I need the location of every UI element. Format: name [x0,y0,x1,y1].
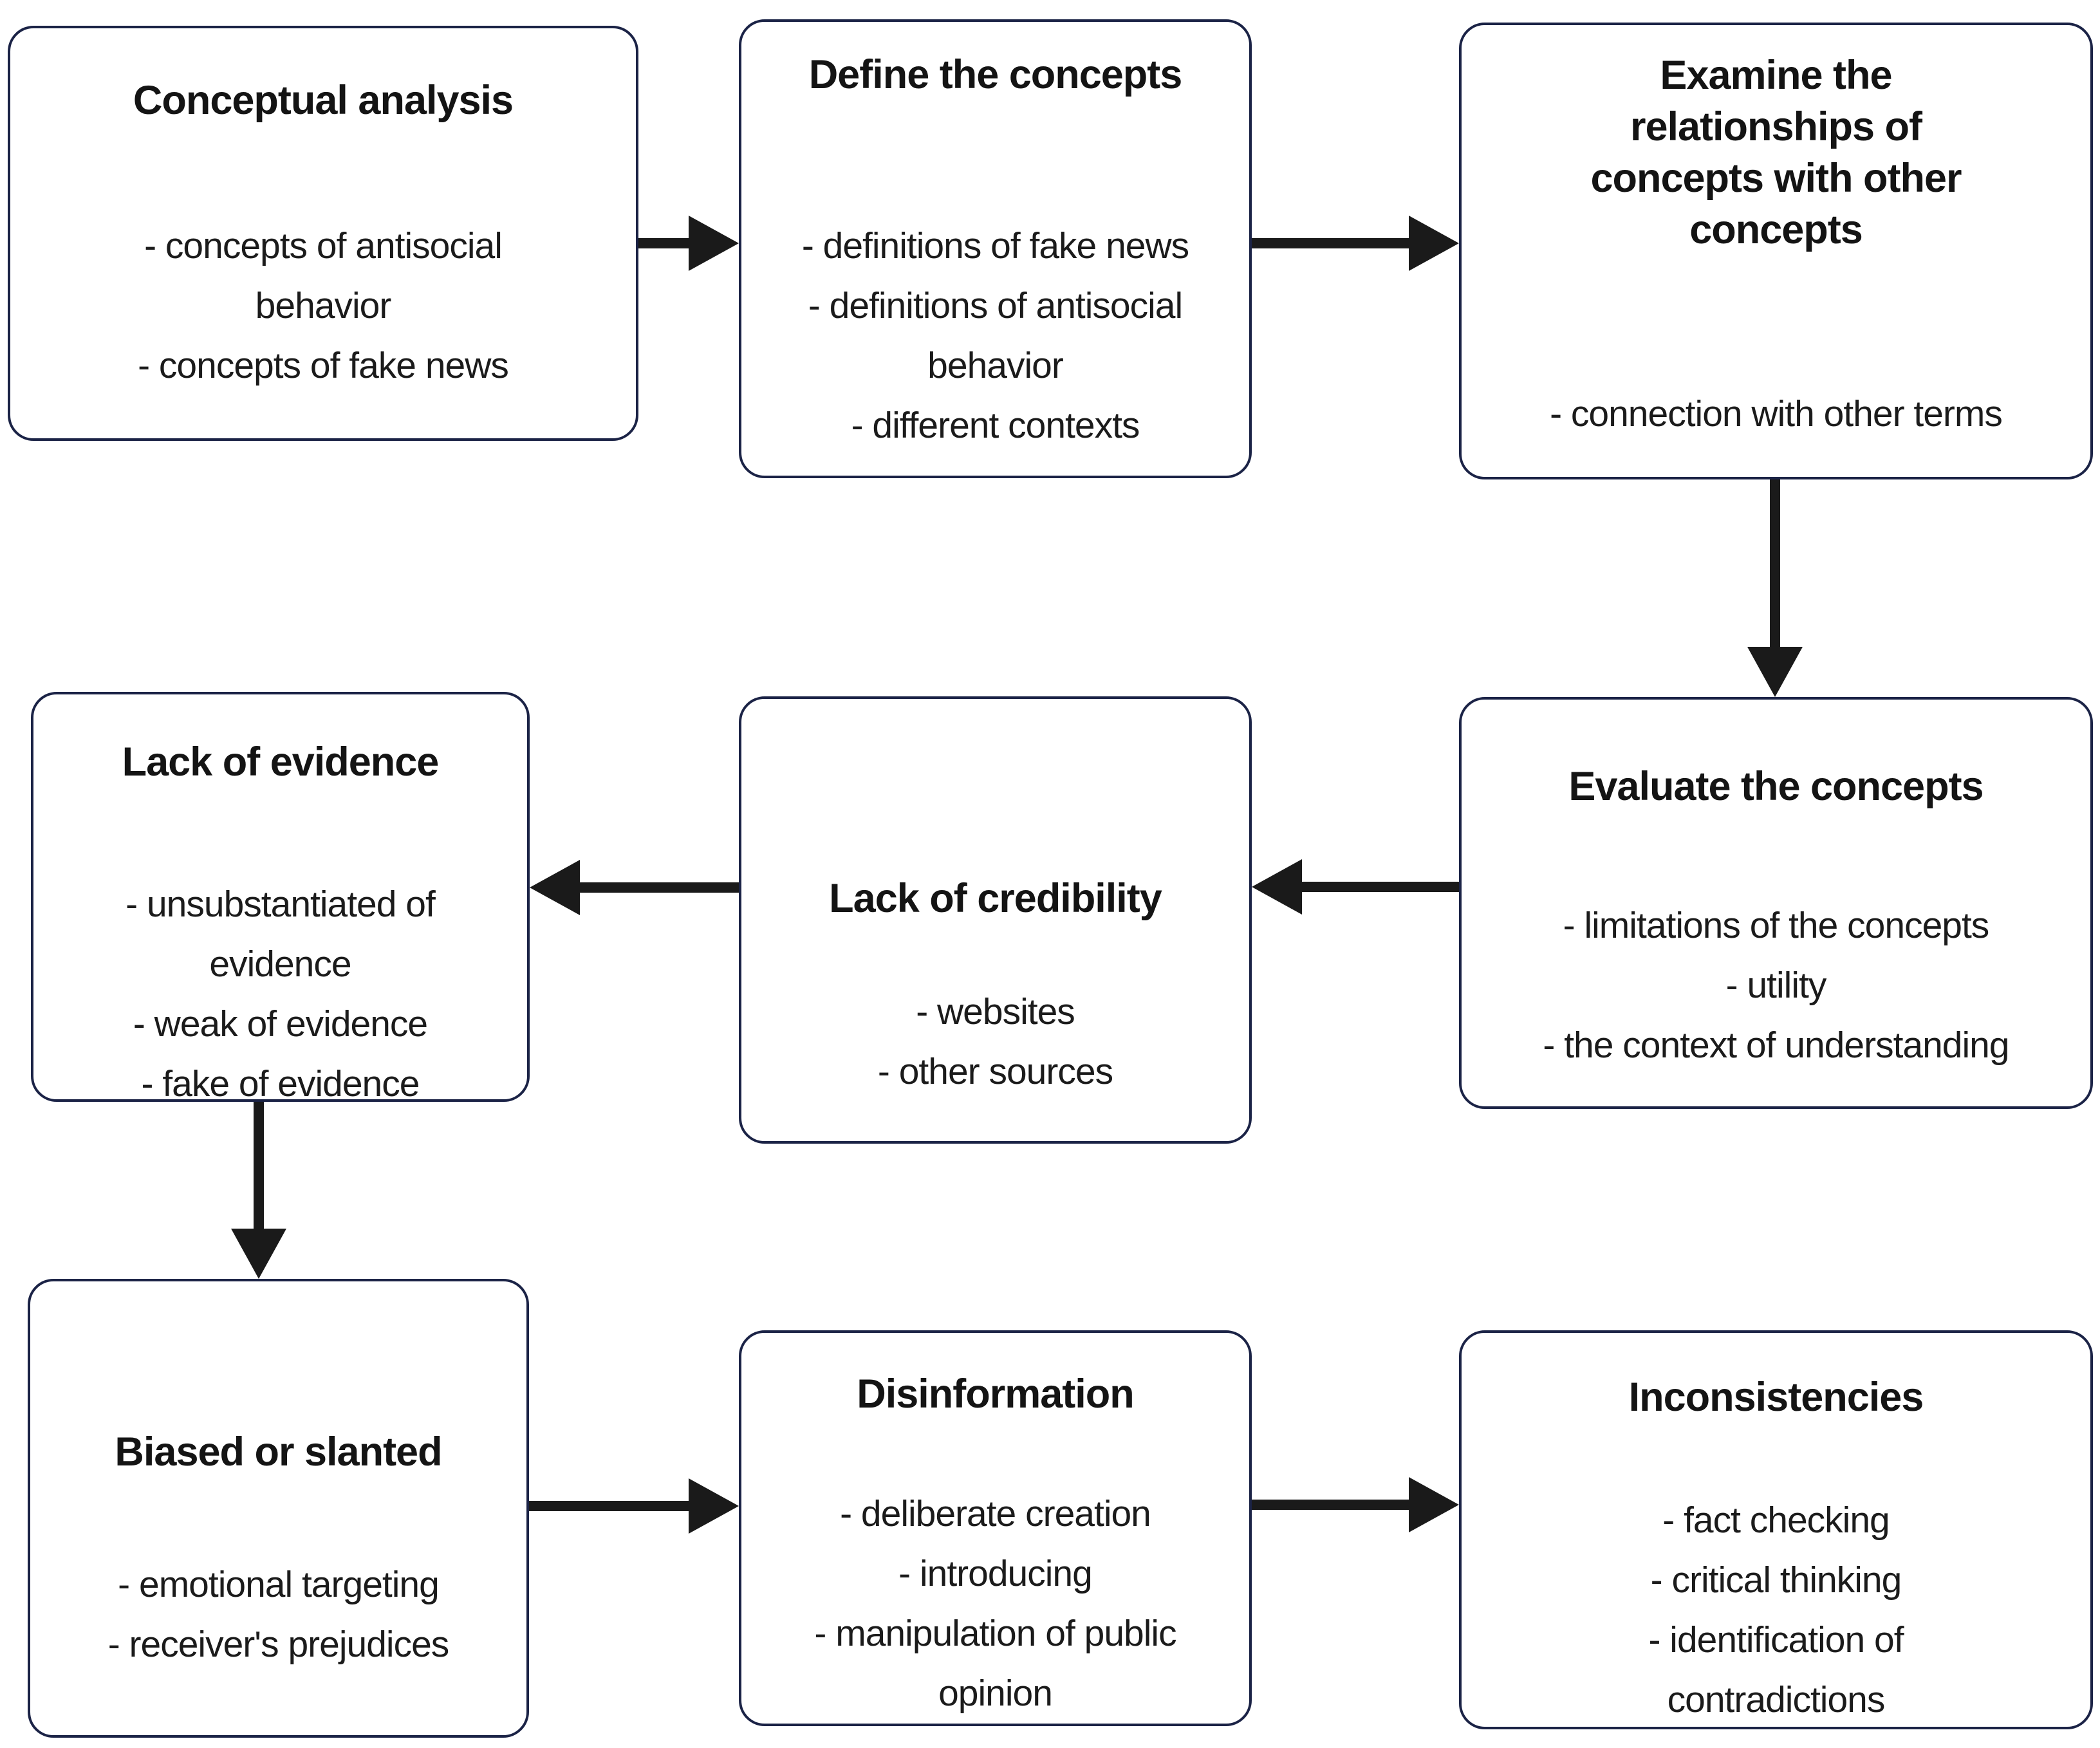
box-bullets: - unsubstantiated of evidence - weak of ev… [125,875,436,1114]
bullet-line: - other sources [877,1051,1113,1092]
box-inconsistencies: Inconsistencies - fact checking - critica… [1459,1330,2093,1729]
bullet-line: - weak of evidence [133,1003,428,1045]
box-title: Disinformation [857,1368,1135,1420]
box-title: Define the concepts [808,49,1183,100]
box-evaluate-the-concepts: Evaluate the concepts - limitations of t… [1459,697,2093,1109]
bullet-line: - deliberate creation [840,1493,1151,1534]
box-disinformation: Disinformation - deliberate creation - in… [739,1330,1252,1726]
bullet-line: behavior [255,285,392,326]
box-examine-the-relationships: Examine the relationships of concepts with… [1459,23,2093,479]
box-title: Examine the relationships of concepts with… [1590,50,1962,256]
box-title: Lack of credibility [829,873,1162,924]
title-line: Conceptual analysis [133,78,514,123]
box-bullets: - connection with other terms [1550,384,2003,444]
bullet-line: behavior [927,345,1064,386]
flow-arrow-conceptual-analysis-to-define-the-concepts [638,216,739,271]
bullet-line: - unsubstantiated of [125,884,436,925]
title-line: Evaluate the concepts [1568,764,1984,809]
box-title: Lack of evidence [122,736,440,788]
bullet-line: - connection with other terms [1550,393,2003,434]
flow-arrow-lack-of-credibility-to-lack-of-evidence [530,860,739,915]
bullet-line: - emotional targeting [118,1564,440,1605]
box-bullets: - emotional targeting - receiver's prejud… [107,1555,450,1675]
bullet-line: - critical thinking [1650,1559,1902,1601]
bullet-line: - limitations of the concepts [1563,905,1990,946]
box-title: Conceptual analysis [133,75,514,126]
flow-arrow-biased-or-slanted-to-disinformation [529,1478,739,1534]
bullet-line: - different contexts [851,405,1140,446]
box-bullets: - definitions of fake news - definitions … [802,216,1189,456]
bullet-line: opinion [938,1673,1053,1714]
box-title: Inconsistencies [1629,1371,1924,1423]
box-conceptual-analysis: Conceptual analysis - concepts of antiso… [8,26,638,441]
flow-arrow-disinformation-to-inconsistencies [1252,1477,1459,1532]
title-line: Biased or slanted [115,1429,442,1474]
bullet-line: - utility [1725,965,1827,1006]
flow-arrow-examine-the-relationships-to-evaluate-the-concepts [1747,479,1803,697]
title-line: Define the concepts [808,52,1183,97]
box-lack-of-evidence: Lack of evidence - unsubstantiated of evi… [31,692,530,1104]
bullet-line: contradictions [1667,1679,1886,1720]
title-line: Lack of credibility [829,876,1162,921]
title-line: concepts with other [1590,156,1962,201]
bullet-line: - identification of [1648,1619,1904,1660]
bullet-line: - definitions of antisocial [808,285,1183,326]
box-title: Evaluate the concepts [1568,761,1984,812]
flow-arrow-lack-of-evidence-to-biased-or-slanted [231,1102,286,1279]
bullet-line: - manipulation of public [814,1613,1176,1654]
title-line: Lack of evidence [122,739,440,785]
box-bullets: - concepts of antisocial behavior - concep… [138,216,509,396]
title-line: Examine the [1660,53,1892,98]
title-line: Inconsistencies [1628,1375,1924,1420]
bullet-line: - concepts of antisocial [144,225,503,266]
bullet-line: - websites [916,991,1075,1032]
box-bullets: - fact checking - critical thinking - iden… [1648,1491,1904,1730]
flow-arrow-evaluate-the-concepts-to-lack-of-credibility [1252,859,1459,915]
bullet-line: - introducing [898,1553,1093,1594]
bullet-line: - fake of evidence [141,1063,420,1104]
bullet-line: - fact checking [1662,1500,1890,1541]
title-line: concepts [1689,207,1863,252]
bullet-line: - receiver's prejudices [107,1624,450,1665]
bullet-line: - the context of understanding [1543,1025,2009,1066]
title-line: relationships of [1630,104,1922,149]
box-title: Biased or slanted [115,1426,442,1478]
box-define-the-concepts: Define the concepts - definitions of fak… [739,19,1252,478]
box-lack-of-credibility: Lack of credibility - websites - other so… [739,696,1252,1144]
flow-arrow-define-the-concepts-to-examine-the-relationships [1252,216,1459,271]
box-bullets: - deliberate creation - introducing - mani… [814,1484,1176,1724]
box-biased-or-slanted: Biased or slanted - emotional targeting-… [28,1279,529,1738]
bullet-line: evidence [209,944,351,985]
title-line: Disinformation [857,1371,1135,1417]
box-bullets: - limitations of the concepts - utility - … [1543,896,2009,1075]
box-bullets: - websites - other sources [878,982,1113,1102]
bullet-line: - definitions of fake news [801,225,1189,266]
bullet-line: - concepts of fake news [138,345,509,386]
